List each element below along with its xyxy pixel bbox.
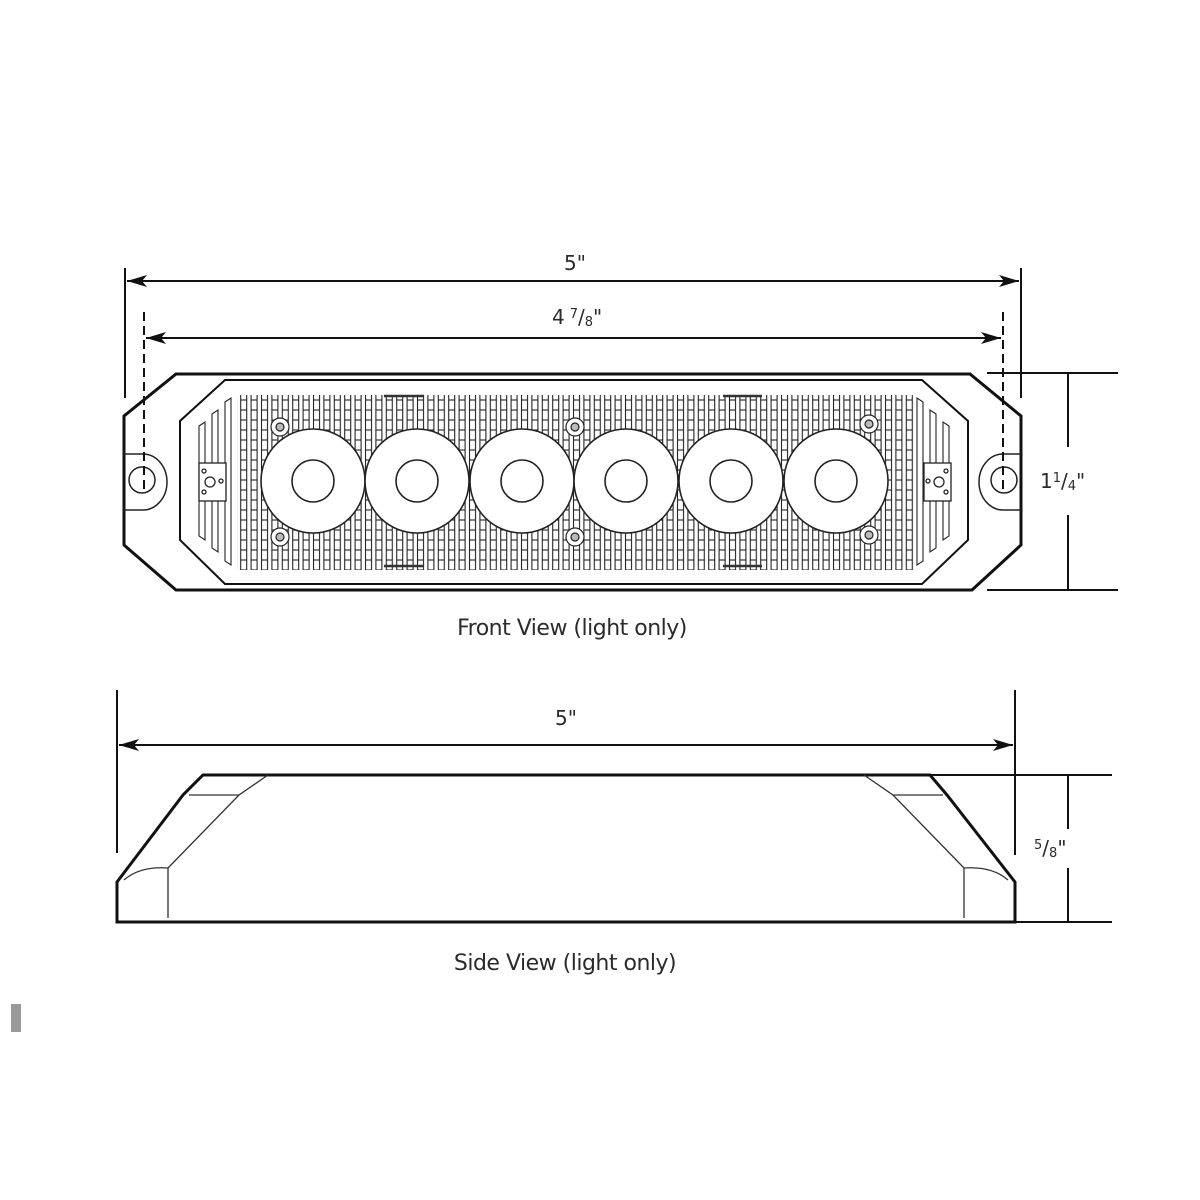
led-6 (783, 428, 889, 534)
dimension-height (987, 372, 1118, 591)
led-array (260, 428, 889, 534)
dimension-label-overall-width: 5" (564, 251, 586, 275)
side-body-details (123, 774, 1009, 918)
mount-tab-right (978, 453, 1021, 511)
mount-tab-left (124, 453, 168, 511)
side-dimension-label-depth: 5/8" (1034, 836, 1067, 861)
clip-bars (384, 394, 762, 568)
front-view-caption: Front View (light only) (457, 616, 687, 641)
dimension-overall-width-side (116, 690, 1016, 855)
side-dimension-label-width: 5" (555, 706, 577, 730)
lens-bezel (179, 379, 969, 585)
side-view-caption: Side View (light only) (454, 951, 676, 976)
screws (270, 414, 879, 547)
side-body-outline (115, 773, 1017, 924)
dimension-label-height: 11/4" (1040, 469, 1085, 494)
dimension-overall-width-front (124, 268, 1022, 398)
led-3 (469, 428, 575, 534)
side-view: 5" 5/8" Side View (light only) (115, 690, 1112, 976)
housing-outline (122, 372, 1023, 592)
connector-block-left (198, 462, 227, 502)
led-5 (678, 428, 784, 534)
connector-block-right (923, 462, 952, 502)
led-2 (364, 428, 470, 534)
led-1 (260, 428, 366, 534)
led-4 (573, 428, 679, 534)
dimension-depth (930, 774, 1112, 923)
scroll-marker (11, 1004, 21, 1032)
